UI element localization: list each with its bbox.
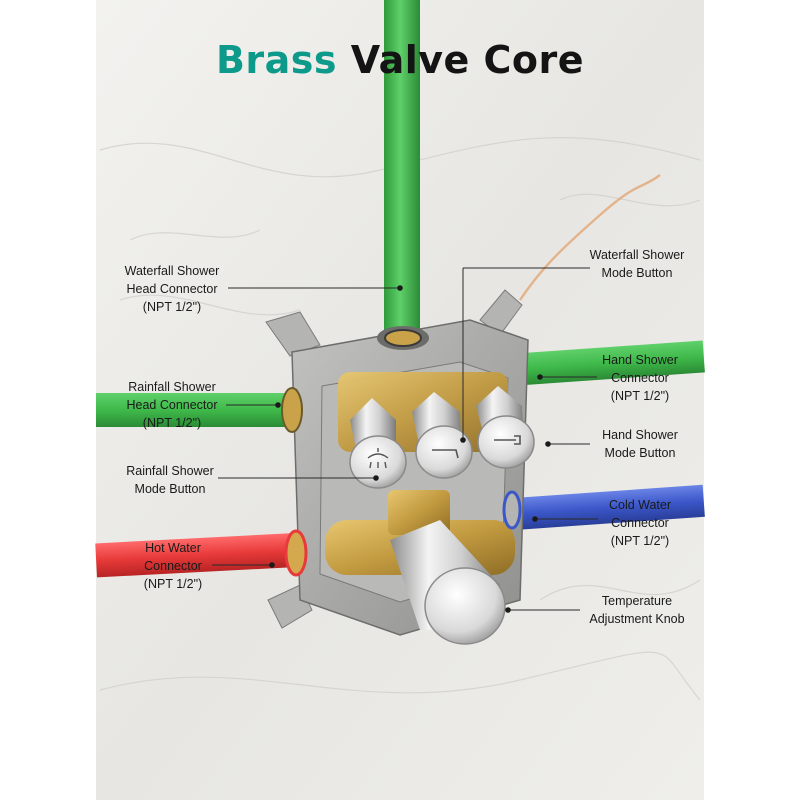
temperature-knob [390, 520, 506, 645]
waterfall-icon [432, 449, 459, 459]
waterfall-green-pipe [384, 0, 420, 340]
mode-button-waterfall [412, 392, 473, 479]
label-hand-connector: Hand Shower Connector (NPT 1/2") [602, 353, 678, 403]
page-title: Brass Valve Core [0, 38, 800, 82]
marble-vein-orange [519, 174, 661, 301]
label-temperature-knob: Temperature Adjustment Knob [589, 594, 685, 626]
label-cold-connector: Cold Water Connector (NPT 1/2") [608, 498, 672, 548]
label-rainfall-button: Rainfall Shower Mode Button [126, 464, 214, 496]
label-waterfall-button: Waterfall Shower Mode Button [589, 248, 685, 280]
hot-red-pipe [95, 532, 302, 578]
label-hot-connector: Hot Water Connector (NPT 1/2") [143, 541, 203, 591]
label-rainfall-connector: Rainfall Shower Head Connector (NPT 1/2"… [126, 380, 218, 430]
hand-green-pipe [514, 340, 705, 386]
rainfall-green-pipe [96, 393, 296, 427]
rainfall-icon [367, 448, 389, 469]
title-word-main: Valve Core [350, 38, 585, 82]
label-waterfall-connector: Waterfall Shower Head Connector (NPT 1/2… [124, 264, 220, 314]
title-word-accent: Brass [215, 38, 338, 82]
leader-dots [269, 285, 551, 613]
leader-lines [212, 267, 598, 611]
label-hand-button: Hand Shower Mode Button [602, 428, 678, 460]
mode-button-hand [476, 386, 535, 469]
connector-rings [281, 326, 522, 577]
marble-veins [99, 137, 701, 701]
hand-shower-icon [494, 435, 521, 445]
